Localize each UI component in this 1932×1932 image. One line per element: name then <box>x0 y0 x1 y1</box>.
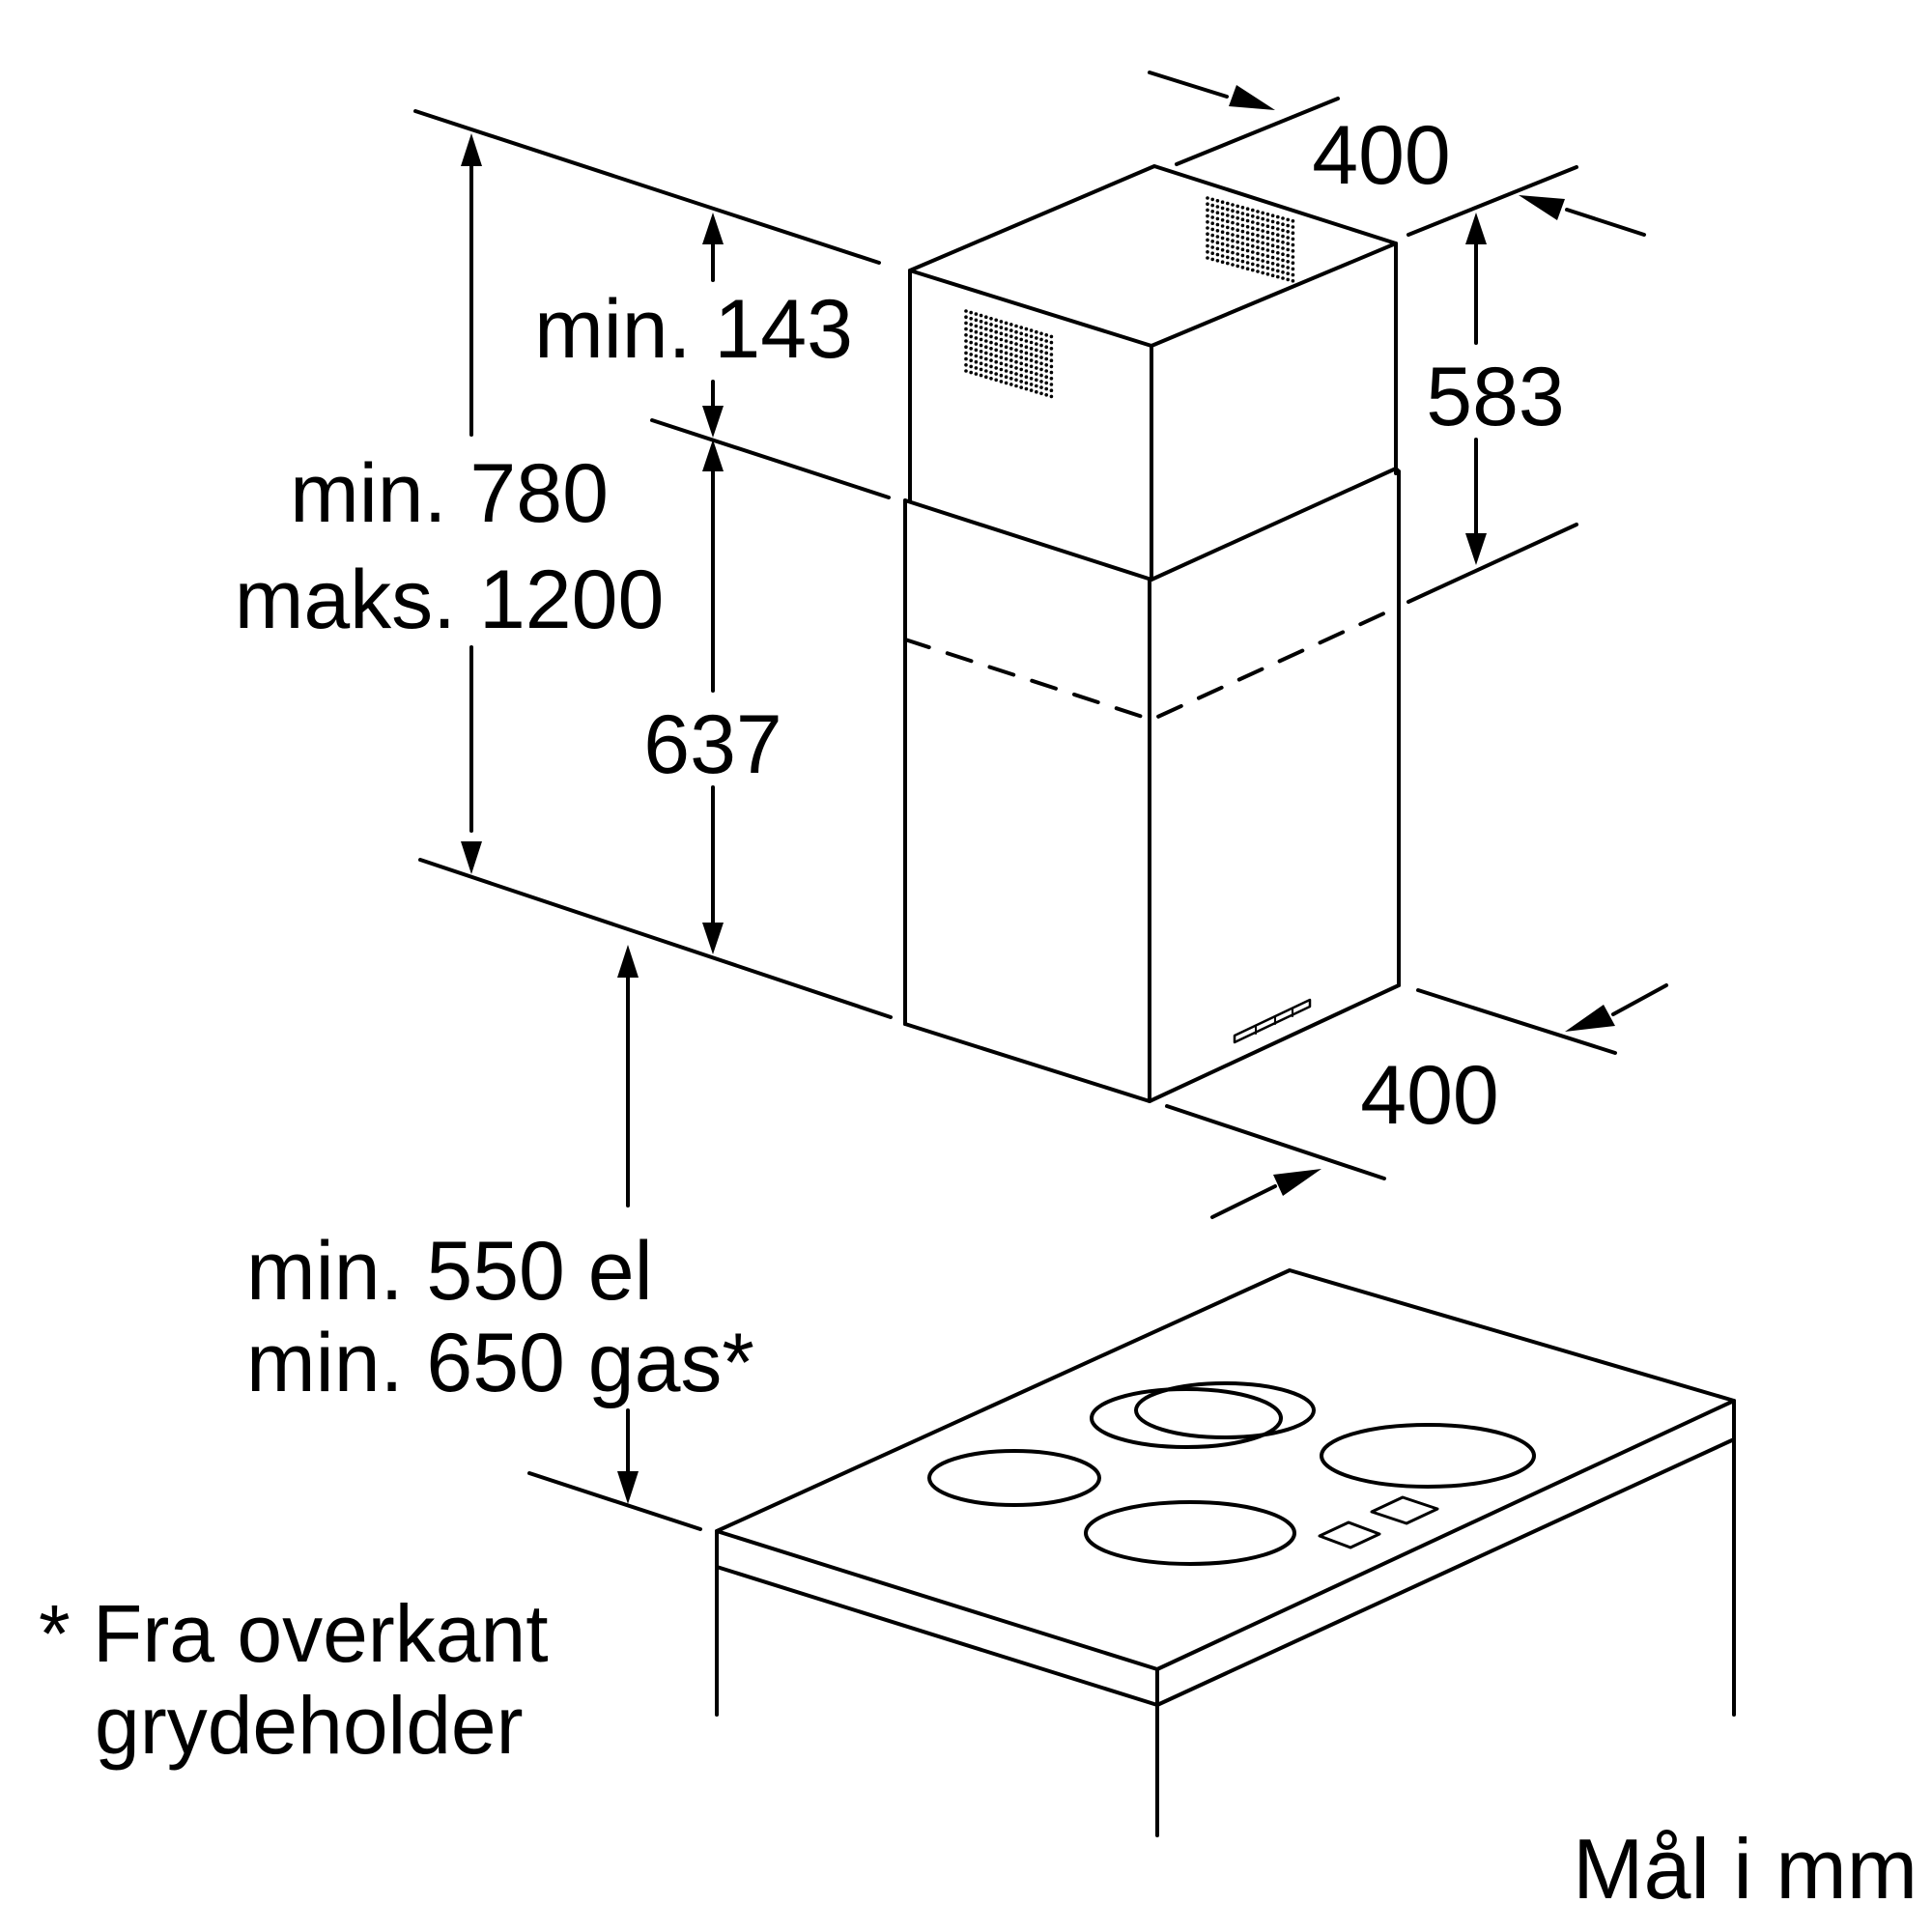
upper-chimney <box>908 164 1398 582</box>
lower-housing <box>903 467 1401 1103</box>
burner-rear-right <box>1320 1423 1536 1489</box>
reference-lines <box>413 97 1617 1531</box>
lower-section-height-label: 637 <box>643 698 782 791</box>
vent-grille-back <box>1206 196 1295 283</box>
width-label: 400 <box>1312 109 1451 202</box>
clearance-electric-label: min. 550 el <box>246 1225 653 1318</box>
footnote-line-1: * Fra overkant <box>39 1588 549 1679</box>
upper-chimney-height-label: 583 <box>1426 351 1565 443</box>
burner-front-right <box>1084 1500 1296 1566</box>
clearance-gas-label: min. 650 gas* <box>246 1317 754 1409</box>
dimension-lines <box>461 71 1668 1504</box>
cooktop <box>715 1268 1736 1837</box>
gap-min-label: min. 143 <box>534 283 853 376</box>
total-height-max-label: maks. 1200 <box>235 554 665 646</box>
burner-front-left <box>927 1449 1101 1507</box>
total-height-min-label: min. 780 <box>290 447 609 540</box>
burner-rear-left-inner <box>1134 1381 1316 1439</box>
footnote-line-2: grydeholder <box>95 1680 524 1771</box>
vent-grille-front <box>964 309 1054 399</box>
depth-label: 400 <box>1360 1049 1499 1142</box>
units-note: Mål i mm <box>1573 1821 1918 1917</box>
control-panel <box>1233 998 1312 1044</box>
burner-rear-left-outer <box>1090 1387 1283 1449</box>
